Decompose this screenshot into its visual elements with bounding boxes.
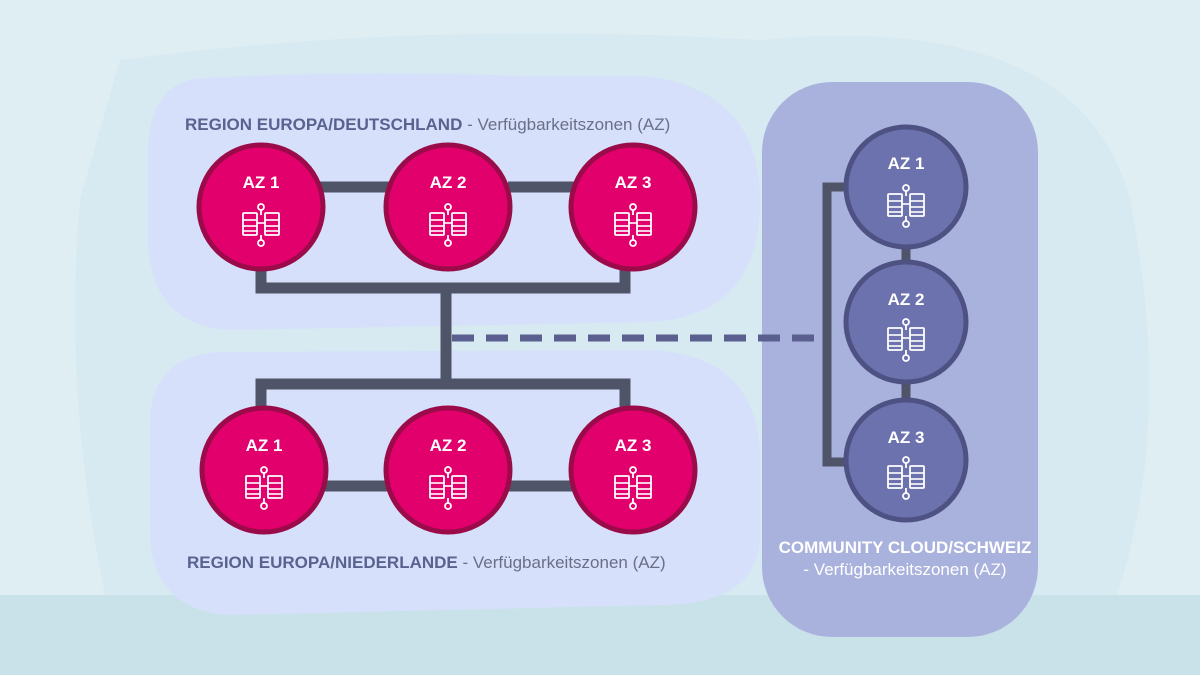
- de-az3-label: AZ 3: [614, 173, 652, 192]
- ch-az2-label: AZ 2: [887, 290, 925, 309]
- nl-node-1: [199, 405, 329, 535]
- de-connectors: [255, 181, 631, 384]
- de-node-2: [383, 142, 513, 272]
- ch-az3-label: AZ 3: [887, 428, 925, 447]
- region-nl-subtitle: - Verfügbarkeitszonen (AZ): [462, 553, 666, 572]
- ch-node-1: [843, 124, 969, 250]
- de-az1-label: AZ 1: [242, 173, 280, 192]
- nl-node-2: [383, 405, 513, 535]
- region-nl-label: REGION EUROPA/NIEDERLANDE - Verfügbarkei…: [187, 553, 666, 573]
- ch-node-2: [843, 259, 969, 385]
- community-subtitle: - Verfügbarkeitszonen (AZ): [803, 560, 1007, 579]
- de-node-3: [568, 142, 698, 272]
- nl-node-3: [568, 405, 698, 535]
- de-az2-label: AZ 2: [429, 173, 467, 192]
- nl-az2-label: AZ 2: [429, 436, 467, 455]
- region-nl-title: REGION EUROPA/NIEDERLANDE: [187, 553, 458, 572]
- community-label: COMMUNITY CLOUD/SCHWEIZ - Verfügbarkeits…: [760, 537, 1050, 581]
- ch-az1-label: AZ 1: [887, 154, 925, 173]
- ch-node-3: [843, 397, 969, 523]
- region-de-label: REGION EUROPA/DEUTSCHLAND - Verfügbarkei…: [185, 115, 670, 135]
- de-node-1: [196, 142, 326, 272]
- nl-az3-label: AZ 3: [614, 436, 652, 455]
- community-title: COMMUNITY CLOUD/SCHWEIZ: [778, 538, 1032, 557]
- nl-az1-label: AZ 1: [245, 436, 283, 455]
- nl-connectors: [255, 378, 631, 492]
- region-de-subtitle: - Verfügbarkeitszonen (AZ): [467, 115, 671, 134]
- region-de-title: REGION EUROPA/DEUTSCHLAND: [185, 115, 463, 134]
